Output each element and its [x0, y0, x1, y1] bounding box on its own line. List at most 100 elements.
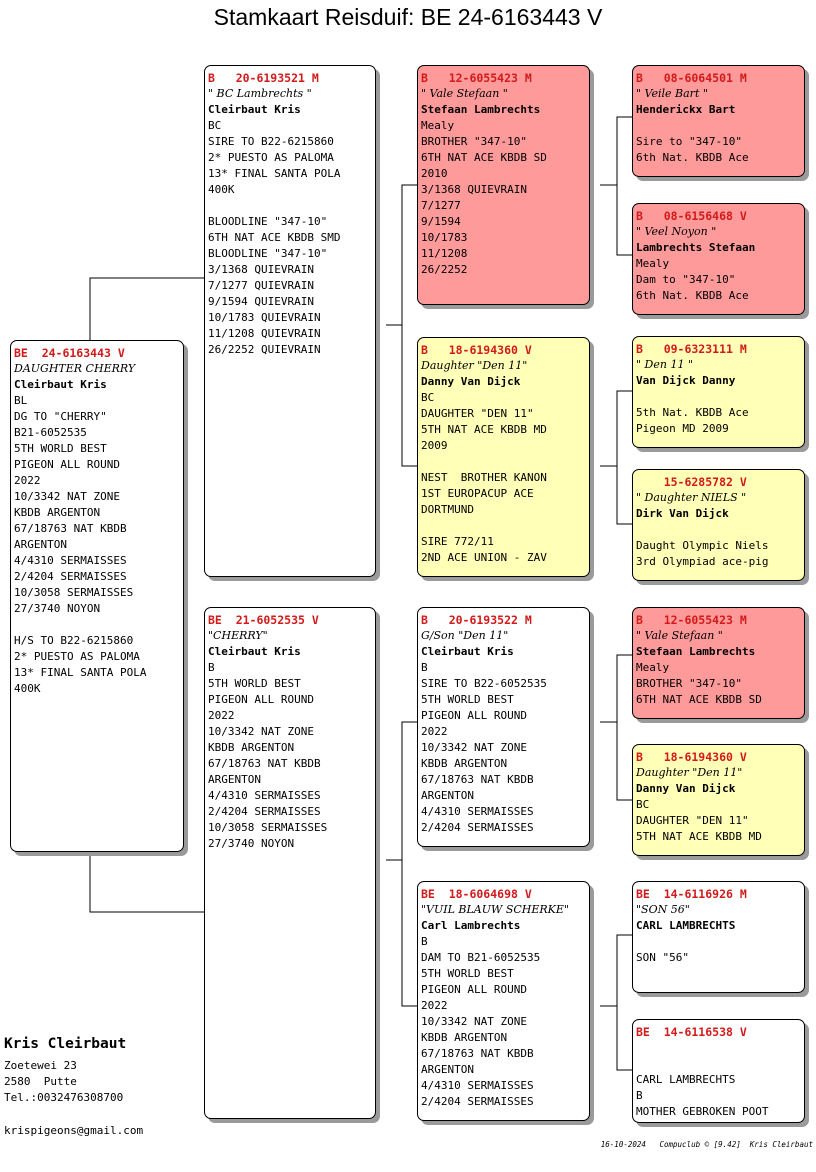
pedigree-card-dds[interactable]: BE 14-6116926 M"SON 56"CARL LAMBRECHTS S…: [632, 881, 805, 993]
owner-name: Cleirbaut Kris: [208, 645, 301, 658]
card-detail-line: 10/3342 NAT ZONE: [421, 741, 527, 754]
card-detail-line: BL: [14, 394, 28, 407]
card-detail-line: 13* FINAL SANTA POLA: [14, 666, 147, 679]
card-detail-line: 2022: [208, 709, 235, 722]
card-detail-line: CARL LAMBRECHTS: [636, 1073, 736, 1086]
card-detail-line: [636, 934, 800, 950]
card-detail-line: B21-6052535: [14, 426, 87, 439]
card-detail-line: 4/4310 SERMAISSES: [14, 554, 127, 567]
ring-number: B 12-6055423 M: [421, 71, 532, 85]
card-detail-line: 2* PUESTO AS PALOMA: [208, 151, 334, 164]
card-detail-line: 2/4204 SERMAISSES: [421, 821, 534, 834]
card-detail-line: 5TH WORLD BEST: [208, 677, 301, 690]
card-detail-line: 26/2252: [421, 263, 468, 276]
card-detail-line: DAM TO B21-6052535: [421, 951, 541, 964]
card-detail-line: 2/4204 SERMAISSES: [421, 1095, 534, 1108]
breeder-info: Kris Cleirbaut Zoetewei 23 2580 Putte Te…: [4, 1034, 126, 1106]
owner-name: Stefaan Lambrechts: [421, 103, 541, 116]
owner-name: Cleirbaut Kris: [14, 378, 107, 391]
card-detail-line: 67/18763 NAT KBDB: [208, 757, 321, 770]
card-detail-line: 13* FINAL SANTA POLA: [208, 167, 341, 180]
card-detail-line: PIGEON ALL ROUND: [14, 458, 120, 471]
card-detail-line: 6TH NAT ACE KBDB SD: [421, 151, 547, 164]
card-detail-line: DAUGHTER "DEN 11": [636, 814, 749, 827]
ring-number: B 09-6323111 M: [636, 342, 747, 356]
card-detail-line: 27/3740 NOYON: [208, 837, 295, 850]
card-detail-line: 2009: [421, 439, 448, 452]
card-detail-line: Mealy: [636, 257, 670, 270]
card-detail-line: 2/4204 SERMAISSES: [208, 805, 321, 818]
card-detail-line: SIRE TO B22-6215860: [208, 135, 334, 148]
pigeon-name: " Veel Noyon ": [636, 225, 717, 238]
card-detail-line: 5TH NAT ACE KBDB MD: [421, 423, 547, 436]
card-detail-line: ARGENTON: [421, 1063, 474, 1076]
owner-name: [636, 1056, 800, 1072]
card-detail-line: Mealy: [421, 119, 455, 132]
pedigree-card-sire[interactable]: B 20-6193521 M" BC Lambrechts "Cleirbaut…: [204, 65, 376, 577]
card-detail-line: ARGENTON: [208, 773, 261, 786]
breeder-phone: Tel.:0032476308700: [4, 1091, 124, 1104]
card-detail-line: PIGEON ALL ROUND: [421, 709, 527, 722]
pedigree-card-sss[interactable]: B 08-6064501 M" Veile Bart "Henderickx B…: [632, 65, 805, 177]
breeder-email[interactable]: krispigeons@gmail.com: [4, 1124, 144, 1137]
pigeon-name: "VUIL BLAUW SCHERKE": [421, 903, 569, 916]
card-detail-line: BROTHER "347-10": [636, 677, 742, 690]
ring-number: BE 18-6064698 V: [421, 887, 532, 901]
card-detail-line: 7/1277: [421, 199, 461, 212]
card-detail-line: Sire to "347-10": [636, 135, 742, 148]
ring-number: 15-6285782 V: [636, 475, 747, 489]
owner-name: Cleirbaut Kris: [208, 103, 301, 116]
card-detail-line: PIGEON ALL ROUND: [208, 693, 314, 706]
pedigree-card-ssd[interactable]: B 08-6156468 V" Veel Noyon "Lambrechts S…: [632, 203, 805, 315]
card-detail-line: MOTHER GEBROKEN POOT: [636, 1105, 769, 1118]
card-detail-line: BC: [421, 391, 435, 404]
card-detail-line: [208, 198, 371, 214]
card-detail-line: Mealy: [636, 661, 670, 674]
card-detail-line: KBDB ARGENTON: [421, 1031, 508, 1044]
pigeon-name: " Veile Bart ": [636, 87, 708, 100]
card-detail-line: BROTHER "347-10": [421, 135, 527, 148]
card-detail-line: KBDB ARGENTON: [421, 757, 508, 770]
pigeon-name: " Vale Stefaan ": [421, 87, 508, 100]
pedigree-card-dd[interactable]: BE 18-6064698 V"VUIL BLAUW SCHERKE"Carl …: [417, 881, 590, 1121]
card-detail-line: 3rd Olympiad ace-pig: [636, 555, 769, 568]
pedigree-card-ss[interactable]: B 12-6055423 M " Vale Stefaan " Stefaan La…: [417, 65, 590, 305]
card-detail-line: 5TH WORLD BEST: [421, 967, 514, 980]
pedigree-card-dss[interactable]: B 12-6055423 M" Vale Stefaan "Stefaan La…: [632, 607, 805, 719]
ring-number: BE 14-6116926 M: [636, 887, 747, 901]
card-detail-line: [14, 617, 179, 633]
card-detail-line: 3/1368 QUIEVRAIN: [208, 263, 314, 276]
ring-number: B 20-6193521 M: [208, 71, 319, 85]
card-detail-line: Pigeon MD 2009: [636, 422, 729, 435]
card-detail-line: 11/1208: [421, 247, 468, 260]
card-detail-line: KBDB ARGENTON: [14, 506, 101, 519]
card-detail-line: 5TH WORLD BEST: [14, 442, 107, 455]
owner-name: Henderickx Bart: [636, 103, 736, 116]
pigeon-name: Daughter "Den 11": [636, 766, 743, 779]
card-detail-line: 4/4310 SERMAISSES: [421, 1079, 534, 1092]
owner-name: Dirk Van Dijck: [636, 507, 729, 520]
card-detail-line: [636, 522, 800, 538]
card-detail-line: 6th Nat. KBDB Ace: [636, 151, 749, 164]
card-detail-line: 4/4310 SERMAISSES: [421, 805, 534, 818]
ring-number: B 18-6194360 V: [636, 750, 747, 764]
pedigree-card-sds[interactable]: B 09-6323111 M" Den 11 "Van Dijck Danny …: [632, 336, 805, 448]
card-detail-line: 10/1783 QUIEVRAIN: [208, 311, 321, 324]
pedigree-card-sdd[interactable]: 15-6285782 V" Daughter NIELS "Dirk Van D…: [632, 469, 805, 581]
owner-name: Stefaan Lambrechts: [636, 645, 756, 658]
page-title: Stamkaart Reisduif: BE 24-6163443 V: [213, 4, 603, 30]
card-detail-line: 5TH WORLD BEST: [421, 693, 514, 706]
ring-number: B 12-6055423 M: [636, 613, 747, 627]
card-detail-line: 10/3342 NAT ZONE: [208, 725, 314, 738]
owner-name: CARL LAMBRECHTS: [636, 919, 736, 932]
card-detail-line: 6TH NAT ACE KBDB SD: [636, 693, 762, 706]
card-detail-line: 9/1594 QUIEVRAIN: [208, 295, 314, 308]
card-detail-line: DAUGHTER "DEN 11": [421, 407, 534, 420]
